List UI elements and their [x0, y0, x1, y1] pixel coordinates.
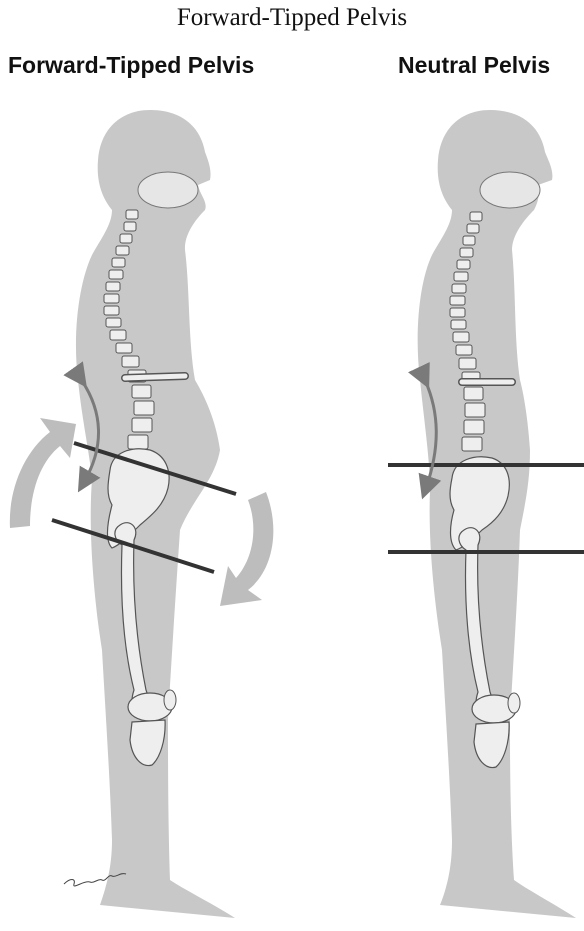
skull [480, 172, 540, 208]
patella [164, 690, 176, 710]
figure-forward-tipped [10, 110, 274, 918]
rotation-arrow-front [220, 492, 273, 606]
rotation-arrow-back [10, 418, 76, 528]
figure-neutral [388, 110, 584, 918]
skull [138, 172, 198, 208]
body-silhouette [76, 110, 235, 918]
patella [508, 693, 520, 713]
